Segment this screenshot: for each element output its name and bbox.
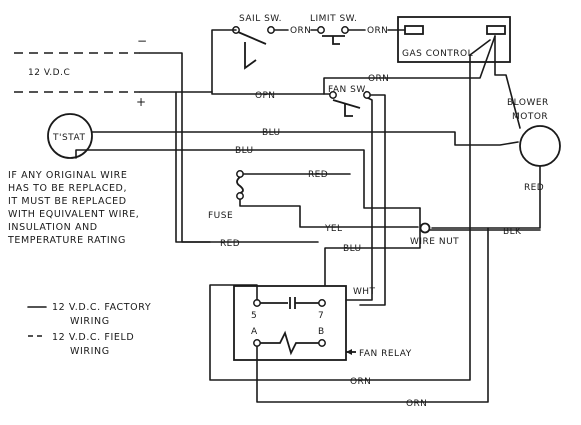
- wire-label-blk: BLK: [503, 227, 522, 237]
- thermostat-label: T'STAT: [52, 133, 85, 143]
- legend-field-2: WIRING: [70, 346, 110, 357]
- sail-switch: SAIL SW.: [232, 14, 282, 70]
- wire-label-orn-bottom-2: ORN: [406, 399, 427, 409]
- wire-label-opn: OPN: [255, 91, 275, 101]
- replacement-note: IF ANY ORIGINAL WIRE HAS TO BE REPLACED,…: [7, 170, 139, 246]
- fan-switch-label: FAN SW.: [328, 85, 368, 95]
- wire-label-blu-lower: BLU: [235, 146, 254, 156]
- blower-motor-label-1: BLOWER: [507, 98, 549, 108]
- voltage-label: 12 V.D.C: [28, 68, 70, 78]
- wire-negative: [139, 52, 211, 243]
- wire-label-red-motor: RED: [524, 183, 544, 193]
- legend-factory-1: 12 V.D.C. FACTORY: [52, 302, 151, 313]
- note-line-4: WITH EQUIVALENT WIRE,: [8, 209, 139, 220]
- wire-fan-switch-top: [323, 35, 496, 95]
- legend: 12 V.D.C. FACTORY WIRING 12 V.D.C. FIELD…: [27, 302, 151, 357]
- limit-switch: LIMIT SW.: [310, 14, 357, 45]
- thermostat: T'STAT: [47, 113, 93, 159]
- wire-label-blu-tstat: BLU: [262, 128, 281, 138]
- wire-motor-red: [431, 165, 541, 229]
- note-line-2: HAS TO BE REPLACED,: [8, 183, 127, 194]
- wire-relay-left: [209, 39, 491, 381]
- wire-fuse-yel: [239, 198, 419, 228]
- fan-relay-label: FAN RELAY: [359, 349, 412, 359]
- wire-tstat-blu-lower: [75, 149, 421, 209]
- wire-label-yel: YEL: [324, 224, 342, 234]
- legend-factory-2: WIRING: [70, 316, 110, 327]
- gas-control: GAS CONTROL: [397, 16, 511, 63]
- wire-label-orn-sail: ORN: [290, 26, 311, 36]
- wire-label-blu-relay: BLU: [343, 244, 362, 254]
- relay-terminal-b: B: [318, 327, 325, 337]
- wire-tstat-blu-top: [91, 131, 519, 146]
- relay-terminal-5: 5: [251, 311, 257, 321]
- fan-relay: 5 7 A B: [233, 285, 347, 361]
- wire-label-wht: WHT: [353, 287, 375, 297]
- fuse: FUSE: [208, 170, 244, 221]
- wire-sail-left: [211, 29, 331, 95]
- fan-switch: FAN SW.: [328, 85, 371, 117]
- relay-terminal-a: A: [251, 327, 258, 337]
- wire-wht: [345, 97, 373, 301]
- fuse-label: FUSE: [208, 211, 233, 221]
- note-line-5: INSULATION AND: [8, 222, 98, 233]
- legend-field-1: 12 V.D.C. FIELD: [52, 332, 134, 343]
- limit-switch-label: LIMIT SW.: [310, 14, 357, 24]
- wire-label-red-bottom: RED: [220, 239, 240, 249]
- wire-label-orn-limit: ORN: [367, 26, 388, 36]
- wire-label-orn-fan-gas: ORN: [368, 74, 389, 84]
- gas-control-label: GAS CONTROL: [402, 49, 473, 59]
- wire-label-red-fuse: RED: [308, 170, 328, 180]
- note-line-6: TEMPERATURE RATING: [7, 235, 126, 246]
- wire-label-orn-bottom-1: ORN: [350, 377, 371, 387]
- positive-terminal-label: +: [136, 95, 147, 109]
- note-line-3: IT MUST BE REPLACED: [8, 196, 127, 207]
- power-supply-leads: 12 V.D.C − +: [14, 34, 148, 109]
- negative-terminal-label: −: [137, 34, 148, 48]
- blower-motor-label-2: MOTOR: [512, 112, 548, 122]
- wire-red-bottom: [175, 91, 319, 243]
- relay-terminal-7: 7: [318, 311, 324, 321]
- note-line-1: IF ANY ORIGINAL WIRE: [8, 170, 127, 181]
- wire-fan-switch-right: [359, 94, 386, 306]
- wire-gas-to-motor: [494, 35, 521, 129]
- wire-nut-label: WIRE NUT: [410, 237, 459, 247]
- sail-switch-label: SAIL SW.: [239, 14, 282, 24]
- wire-relay-a: [256, 227, 489, 403]
